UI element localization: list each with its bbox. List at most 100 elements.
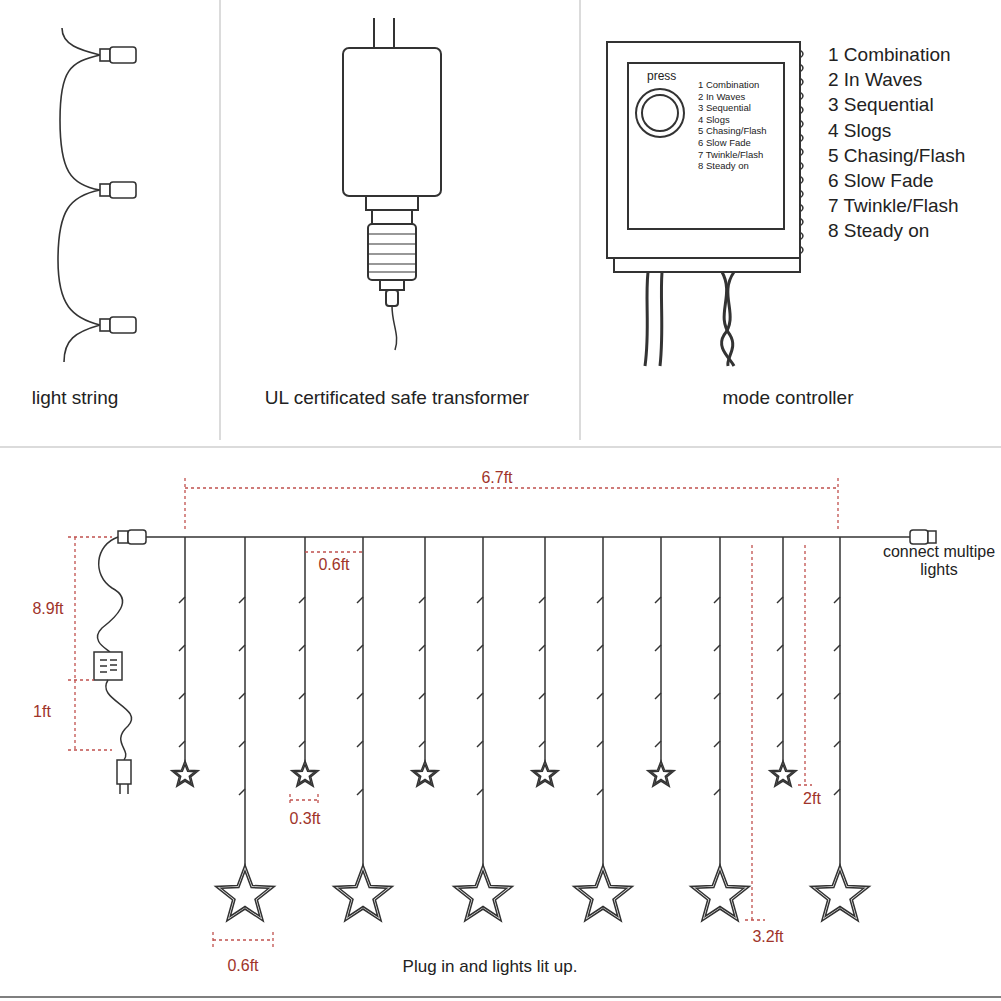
led-bulb <box>834 741 840 747</box>
panel-divider <box>579 0 581 440</box>
led-bulb <box>419 693 425 699</box>
led-bulb <box>777 741 783 747</box>
led-bulb <box>239 789 245 795</box>
led-bulb <box>834 645 840 651</box>
large-star <box>216 865 275 921</box>
led-bulb <box>477 741 483 747</box>
dimension-label: 0.6ft <box>225 957 260 975</box>
mode-item: 5 Chasing/Flash <box>698 126 767 137</box>
dimension-label: 0.6ft <box>316 556 351 574</box>
small-star <box>535 765 555 784</box>
led-bulb <box>714 645 720 651</box>
light-strand <box>362 537 364 866</box>
mode-item: 8 Steady on <box>698 161 749 172</box>
mode-name: 7 Twinkle/Flash <box>828 195 959 217</box>
small-star <box>770 761 797 786</box>
mode-name: 8 Steady on <box>828 220 929 242</box>
small-star <box>773 765 793 784</box>
led-bulb <box>597 693 603 699</box>
large-star <box>816 871 864 916</box>
led-bulb <box>655 597 661 603</box>
led-bulb <box>539 693 545 699</box>
led-bulb <box>714 741 720 747</box>
small-star <box>415 765 435 784</box>
mode-name: 3 Sequential <box>828 94 934 116</box>
light-strand <box>482 537 484 866</box>
dimension-label: 8.9ft <box>30 600 65 618</box>
curtain-light <box>94 530 936 921</box>
led-bulb <box>357 645 363 651</box>
mode-item: 1 Combination <box>698 80 759 91</box>
mode-name: 2 In Waves <box>828 69 922 91</box>
large-star <box>334 865 393 921</box>
led-bulb <box>357 789 363 795</box>
led-bulb <box>179 597 185 603</box>
light-strand <box>244 537 246 866</box>
small-star <box>648 761 675 786</box>
small-star <box>295 765 315 784</box>
dimension-label: 2ft <box>801 790 823 808</box>
light-strand <box>424 537 426 762</box>
led-bulb <box>357 597 363 603</box>
led-bulb <box>539 645 545 651</box>
dimension-label: 6.7ft <box>479 469 514 487</box>
led-bulb <box>834 789 840 795</box>
control-panel: press1 Combination2 In Waves3 Sequential… <box>627 62 785 230</box>
led-bulb <box>777 645 783 651</box>
section-divider <box>0 446 1001 448</box>
mode-item: 6 Slow Fade <box>698 138 751 149</box>
led-bulb <box>299 741 305 747</box>
large-star <box>691 865 750 921</box>
large-star <box>696 871 744 916</box>
light-string <box>58 28 136 362</box>
led-bulb <box>655 741 661 747</box>
led-bulb <box>539 597 545 603</box>
led-bulb <box>239 741 245 747</box>
small-star <box>412 761 439 786</box>
light-strand <box>602 537 604 866</box>
caption: Plug in and lights lit up. <box>403 957 578 977</box>
large-star <box>221 871 269 916</box>
mode-name: 1 Combination <box>828 44 951 66</box>
light-strand <box>304 537 306 762</box>
mode-item: 3 Sequential <box>698 103 751 114</box>
light-strand <box>719 537 721 866</box>
led-bulb <box>299 645 305 651</box>
led-bulb <box>597 789 603 795</box>
large-star <box>339 871 387 916</box>
led-bulb <box>239 597 245 603</box>
led-bulb <box>419 597 425 603</box>
light-strand <box>184 537 186 762</box>
led-bulb <box>239 645 245 651</box>
dimension-line <box>68 478 838 948</box>
light-strand <box>839 537 841 866</box>
transformer <box>343 18 441 350</box>
led-bulb <box>714 693 720 699</box>
mode-name: 4 Slogs <box>828 120 891 142</box>
led-bulb <box>477 597 483 603</box>
led-bulb <box>419 645 425 651</box>
led-bulb <box>179 645 185 651</box>
led-bulb <box>655 693 661 699</box>
led-bulb <box>357 693 363 699</box>
led-bulb <box>477 789 483 795</box>
light-strand <box>782 537 784 762</box>
led-bulb <box>357 741 363 747</box>
frame-line <box>0 996 1001 998</box>
led-bulb <box>539 741 545 747</box>
small-star <box>651 765 671 784</box>
mode-item: 4 Slogs <box>698 115 730 126</box>
led-bulb <box>714 597 720 603</box>
button-label: press <box>647 70 676 84</box>
small-star <box>175 765 195 784</box>
light-strand <box>544 537 546 762</box>
led-bulb <box>179 741 185 747</box>
panel-divider <box>219 0 221 440</box>
led-bulb <box>179 693 185 699</box>
led-bulb <box>239 693 245 699</box>
led-bulb <box>714 789 720 795</box>
large-star <box>454 865 513 921</box>
led-bulb <box>419 741 425 747</box>
led-bulb <box>597 741 603 747</box>
part-name: mode controller <box>723 387 854 409</box>
